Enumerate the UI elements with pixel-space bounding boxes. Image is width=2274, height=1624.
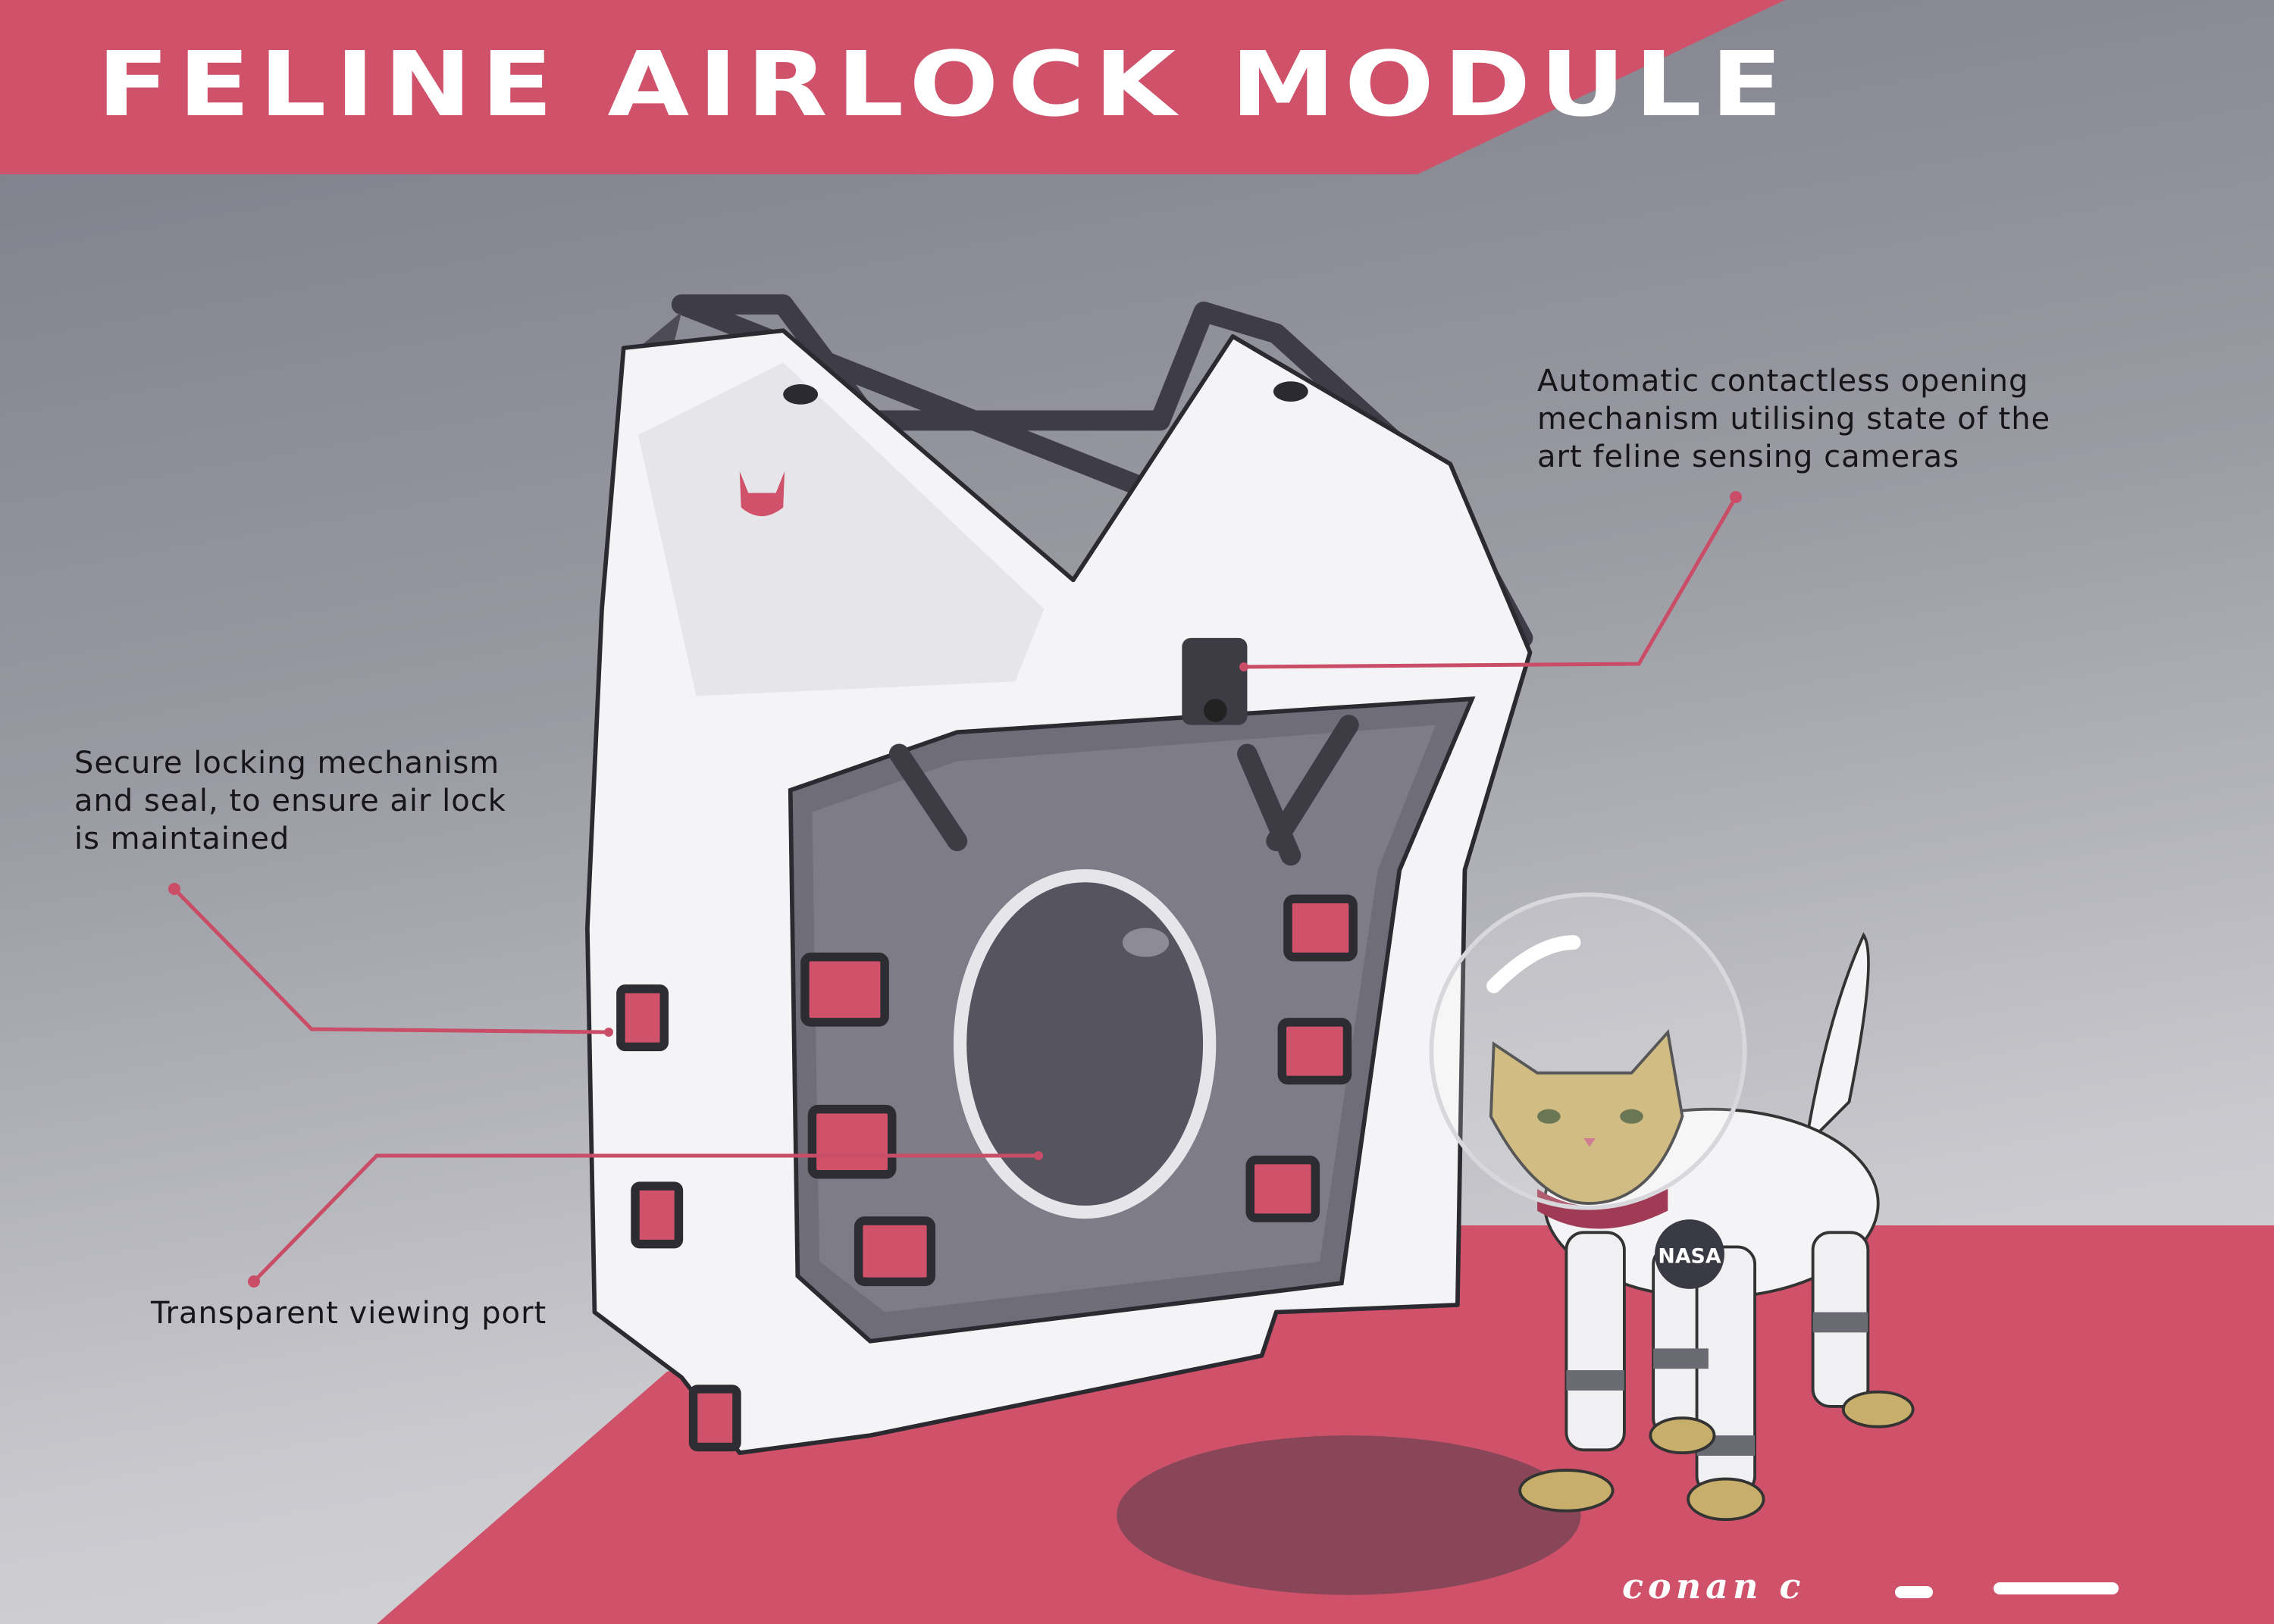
page-title: FELINE AIRLOCK MODULE: [97, 32, 1792, 136]
leader-dot: [1239, 662, 1248, 671]
side-latch: [616, 984, 669, 1052]
nasa-logo-text: NASA: [1658, 1244, 1721, 1268]
callout-line: mechanism utilising state of the: [1537, 402, 2051, 437]
latch: [800, 953, 889, 1027]
callout-line: Secure locking mechanism: [74, 746, 500, 781]
cat-emblem: [739, 471, 785, 517]
latch: [1283, 894, 1358, 962]
signature-dash: [1895, 1586, 1933, 1598]
leader-dot: [248, 1275, 260, 1288]
helmet: [1429, 892, 1747, 1210]
leader-dot: [604, 1028, 613, 1037]
signature-underline: [1994, 1582, 2119, 1594]
cat-shadow: [1117, 1435, 1581, 1595]
callout-port: Transparent viewing port: [151, 1294, 547, 1332]
side-latch: [631, 1181, 684, 1249]
callout-line: art feline sensing cameras: [1537, 440, 1960, 474]
callout-line: and seal, to ensure air lock: [74, 784, 506, 818]
viewing-port: [953, 869, 1217, 1219]
header-banner: [0, 0, 1785, 174]
leader-dot: [168, 883, 180, 895]
astronaut-cat: NASA: [1429, 892, 1915, 1522]
airlock-module: [585, 294, 1533, 1455]
leader-dot: [1034, 1151, 1043, 1160]
latch: [1245, 1155, 1320, 1222]
side-latch: [688, 1385, 741, 1452]
floor: [377, 1225, 2274, 1624]
nasa-badge: [1655, 1219, 1724, 1289]
latch: [854, 1216, 936, 1287]
leader-line-lock: [173, 887, 609, 1034]
artist-signature: conan c: [1622, 1566, 1806, 1607]
callout-lock: Secure locking mechanism and seal, to en…: [74, 744, 506, 858]
callout-line: is maintained: [74, 821, 290, 856]
callout-line: Transparent viewing port: [151, 1296, 547, 1331]
leader-line-port: [252, 1153, 1038, 1283]
leader-line-sensor: [1243, 496, 1738, 669]
leader-dot: [1730, 491, 1742, 503]
latch: [807, 1104, 897, 1179]
callout-sensor: Automatic contactless opening mechanism …: [1537, 362, 2050, 476]
callout-line: Automatic contactless opening: [1537, 364, 2029, 399]
leader-lines: [173, 496, 1738, 1283]
latch: [1277, 1018, 1352, 1085]
camera-sensor: [1182, 637, 1248, 725]
